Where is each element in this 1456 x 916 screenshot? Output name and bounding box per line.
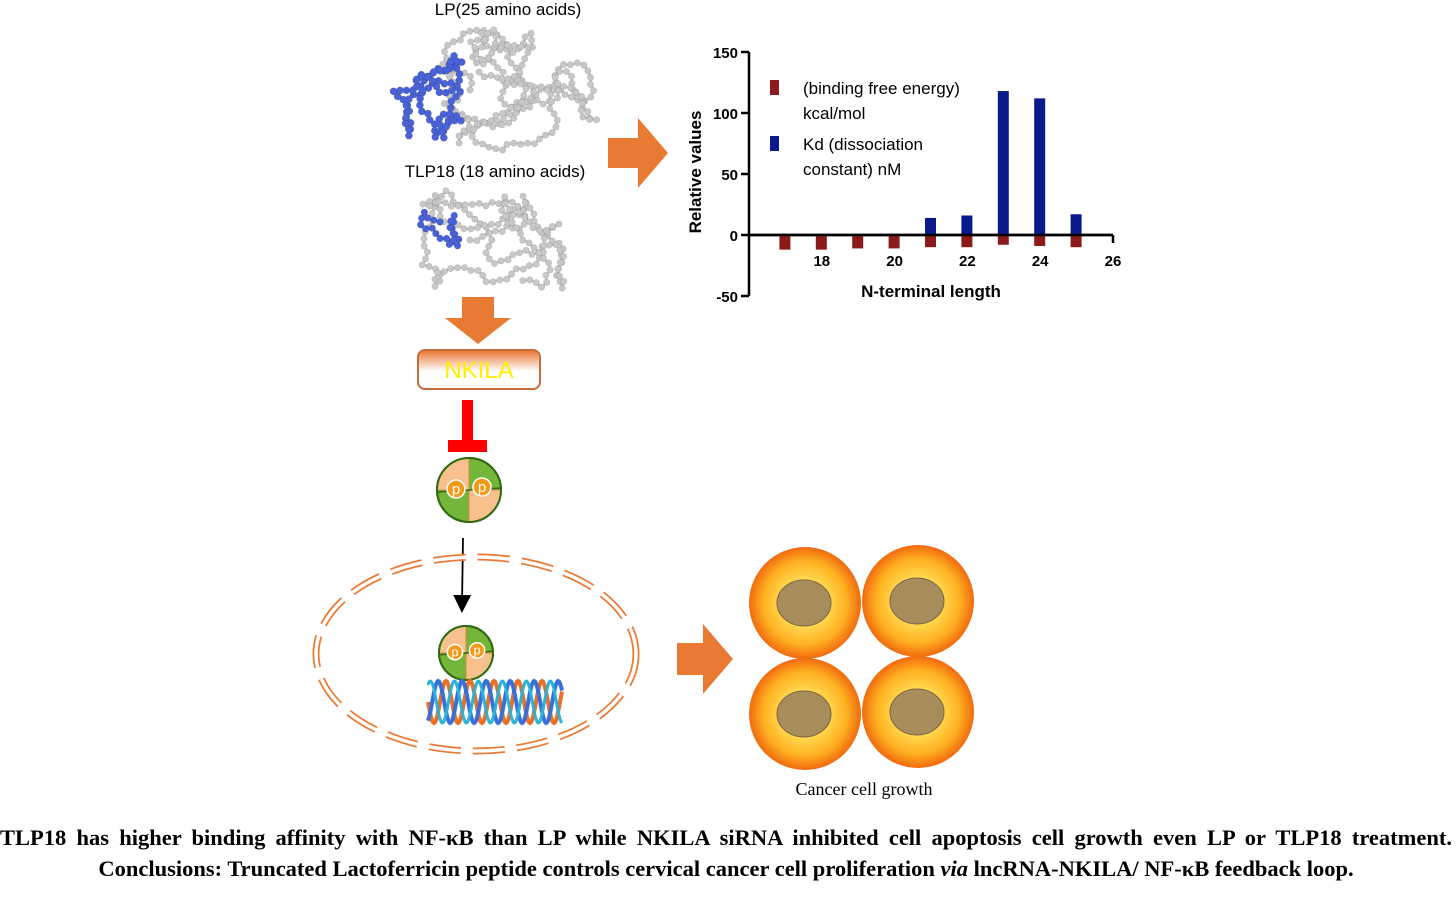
tlp18-peptide-structure — [416, 187, 568, 292]
bar-kd — [1034, 98, 1046, 235]
bar-binding-free-energy — [779, 235, 791, 250]
x-tick-label: 18 — [813, 253, 830, 270]
x-axis-label: N-terminal length — [861, 282, 1001, 301]
arrow-to-nkila — [445, 297, 511, 344]
bar-binding-free-energy — [961, 235, 973, 248]
inhibition-symbol — [448, 400, 487, 452]
y-tick-label: 0 — [730, 228, 738, 245]
y-tick-label: 150 — [713, 45, 738, 62]
phospho-label: p — [452, 481, 460, 498]
caption-text-1: TLP18 has higher binding affinity with N… — [0, 825, 1452, 881]
phospho-label: p — [474, 643, 481, 658]
bar-chart: 150 100 50 0 -50 18 20 22 24 26N-terminal length R… — [686, 45, 1121, 306]
y-tick-label: 50 — [721, 167, 738, 184]
bar-binding-free-energy — [925, 235, 936, 248]
x-tick-label: 22 — [959, 253, 976, 270]
cancer-cells — [749, 545, 974, 770]
bar-kd — [961, 215, 973, 235]
caption-text-2: lncRNA-NKILA/ NF-κB feedback loop. — [968, 856, 1354, 881]
cancer-cell — [749, 547, 861, 659]
bar-binding-free-energy — [1034, 235, 1046, 246]
bar-binding-free-energy — [1070, 235, 1082, 248]
legend-swatch — [770, 80, 779, 95]
cancer-cell — [749, 658, 861, 770]
nkila-box — [417, 349, 541, 390]
legend-label: kcal/mol — [803, 104, 865, 123]
legend-label: constant) nM — [803, 160, 901, 179]
legend-label: (binding free energy) — [803, 79, 960, 98]
bar-binding-free-energy — [888, 235, 900, 249]
arrow-to-chart — [608, 118, 668, 188]
y-tick-label: 100 — [713, 106, 738, 123]
tlp18-label: TLP18 (18 amino acids) — [405, 162, 585, 181]
x-tick-label: 20 — [886, 253, 903, 270]
bar-binding-free-energy — [852, 235, 864, 249]
figure-caption: TLP18 has higher binding affinity with N… — [0, 822, 1452, 884]
phospho-label: p — [478, 479, 486, 496]
nucleus-membrane-inner — [314, 555, 638, 753]
cancer-growth-label: Cancer cell growth — [796, 779, 933, 799]
cancer-cell — [862, 545, 974, 657]
bar-binding-free-energy — [815, 235, 827, 250]
legend-label: Kd (dissociation — [803, 135, 923, 154]
bar-binding-free-energy — [997, 235, 1009, 245]
x-tick-label: 26 — [1105, 253, 1122, 270]
x-tick-label: 24 — [1032, 253, 1049, 270]
lp-label: LP(25 amino acids) — [435, 0, 581, 19]
y-axis-label: Relative values — [686, 111, 705, 234]
dna-helix — [426, 678, 564, 726]
nkila-label: NKILA — [444, 357, 513, 384]
caption-italic: via — [940, 856, 969, 881]
y-tick-label: -50 — [716, 289, 738, 306]
arrow-to-cells — [677, 624, 733, 694]
bar-kd — [1070, 214, 1082, 235]
cancer-cell — [862, 656, 974, 768]
bar-kd — [925, 217, 936, 235]
legend-swatch — [770, 136, 779, 151]
translocation-arrow — [453, 537, 472, 613]
bar-kd — [997, 91, 1009, 235]
lp-peptide-structure — [389, 26, 601, 154]
phospho-label: p — [451, 644, 458, 659]
